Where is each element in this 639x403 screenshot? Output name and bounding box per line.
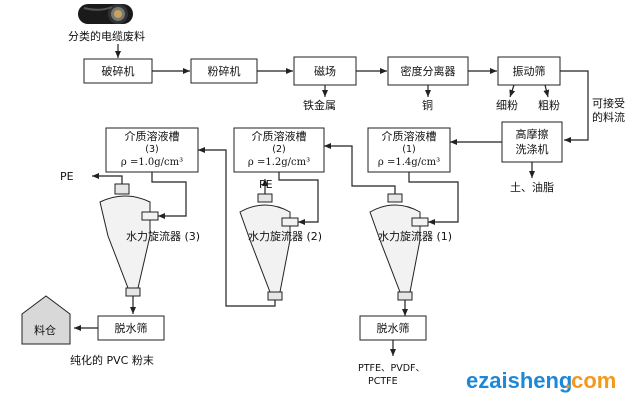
silo-label: 料仓 [34,323,56,337]
tank3-number: (3) [145,144,158,155]
vibrating-screen-box [497,56,561,86]
tank3-density: ρ =1.0g/cm³ [121,157,183,168]
tank2-number: (2) [272,144,285,155]
tank2-density: ρ =1.2g/cm³ [248,157,310,168]
source-label: 分类的电缆废料 [68,29,145,43]
arrow-tank3-to-cyclone3 [151,172,187,219]
dewater-left-label: 脱水筛 [115,321,148,335]
cyclone2-label: 水力旋流器 (2) [248,229,322,243]
pe-label-2: PE [259,178,273,191]
tank3-title: 介质溶液槽 [125,129,180,143]
ferrous-label: 铁金属 [303,98,336,112]
fine-powder-label: 细粉 [496,99,518,112]
fluoropolymer-label-2: PCTFE [368,376,398,387]
arrow-cyclone2-to-tank3 [198,147,276,307]
dewater-screen-left [97,315,165,341]
crusher-box [83,58,153,84]
arrow-coarse-down [543,84,550,98]
svg-text:ezaisheng: ezaisheng [466,368,572,393]
vibrating-screen-label: 振动筛 [513,64,546,78]
arrow-cyclone1-to-tank2 [324,143,396,194]
svg-text:.com: .com [565,368,616,393]
tank1-title: 介质溶液槽 [382,129,437,143]
silo-icon [21,295,71,345]
acceptable-label-2: 的料流 [592,110,625,124]
cyclone3-label: 水力旋流器 (3) [126,229,200,243]
hydrocyclone-1 [369,193,429,301]
tank1-number: (1) [402,144,415,155]
watermark-logo: ezaisheng .com [466,368,616,393]
hydrocyclone-2 [239,193,299,301]
arrow-tank2-to-cyclone2 [278,172,319,225]
washer-label-1: 高摩擦 [516,127,549,141]
cable-icon [78,4,133,24]
arrow-tank1-to-cyclone1 [408,172,459,225]
density-separator-label: 密度分离器 [401,64,456,78]
magnet-label: 磁场 [314,64,336,78]
soil-grease-label: 土、油脂 [510,180,554,194]
fluoropolymer-label-1: PTFE、PVDF、 [358,363,425,374]
dewater-screen-right [359,315,427,341]
arrow-fine-down [509,84,516,98]
arrow-cyclone3-pe-left [92,173,123,184]
copper-label: 铜 [422,98,433,112]
tank1-density: ρ =1.4g/cm³ [378,157,440,168]
magnet-box [293,56,357,86]
coarse-powder-label: 粗粉 [538,99,560,112]
tank2-box [233,127,325,173]
cyclone1-label: 水力旋流器 (1) [378,229,452,243]
washer-label-2: 洗涤机 [516,142,549,156]
acceptable-label-1: 可接受 [592,97,625,110]
pulverizer-label: 粉碎机 [208,64,241,78]
pvc-output-label: 纯化的 PVC 粉末 [70,353,154,367]
tank1-box [367,127,451,173]
arrow-screen-to-washer [560,70,589,143]
pe-label-1: PE [60,170,74,183]
dewater-right-label: 脱水筛 [377,321,410,335]
tank2-title: 介质溶液槽 [252,129,307,143]
tank3-box [105,127,199,173]
crusher-label: 破碎机 [102,64,135,78]
